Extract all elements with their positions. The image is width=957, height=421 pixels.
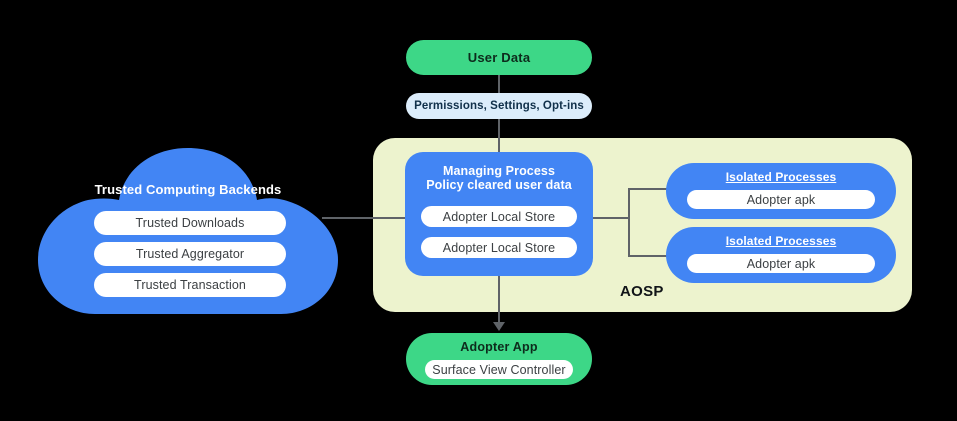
user-data-label: User Data <box>467 50 531 65</box>
managing-process-title-line-1: Managing Process <box>442 164 556 178</box>
adopter-apk-2[interactable]: Adopter apk <box>687 254 875 273</box>
adopter-app-title: Adopter App <box>460 340 538 354</box>
cloud-title: Trusted Computing Backends <box>94 182 282 197</box>
aosp-label: AOSP <box>620 283 664 300</box>
adopter-app-node[interactable]: Adopter App Surface View Controller <box>406 333 592 385</box>
adopter-local-store-1[interactable]: Adopter Local Store <box>421 206 577 227</box>
isolated-process-title-2: Isolated Processes <box>725 234 837 248</box>
connector-branch-to-isolated-process-1 <box>628 188 668 190</box>
adopter-apk-1[interactable]: Adopter apk <box>687 190 875 209</box>
connector-managing-process-to-adopter-app <box>498 276 500 324</box>
user-data-node[interactable]: User Data <box>406 40 592 75</box>
managing-process-title-line-2: Policy cleared user data <box>426 178 572 192</box>
trusted-computing-backends-cloud: Trusted Computing Backends Trusted Downl… <box>38 148 338 316</box>
surface-view-controller[interactable]: Surface View Controller <box>425 360 573 379</box>
isolated-process-title-1: Isolated Processes <box>725 170 837 184</box>
adopter-local-store-2[interactable]: Adopter Local Store <box>421 237 577 258</box>
cloud-item-trusted-transaction[interactable]: Trusted Transaction <box>94 273 286 297</box>
connector-managing-process-branch <box>593 217 630 219</box>
managing-process-title: Managing Process Policy cleared user dat… <box>426 164 572 192</box>
permissions-settings-optins-node[interactable]: Permissions, Settings, Opt-ins <box>406 93 592 119</box>
permissions-label: Permissions, Settings, Opt-ins <box>414 100 584 112</box>
cloud-item-trusted-downloads[interactable]: Trusted Downloads <box>94 211 286 235</box>
connector-branch-to-isolated-process-2 <box>628 255 668 257</box>
arrowhead-down-icon <box>493 322 505 331</box>
isolated-process-node-2[interactable]: Isolated Processes Adopter apk <box>666 227 896 283</box>
connector-userdata-to-permissions <box>498 75 500 93</box>
managing-process-node[interactable]: Managing Process Policy cleared user dat… <box>405 152 593 276</box>
connector-permissions-to-managing-process <box>498 119 500 152</box>
connector-cloud-to-managing-process <box>322 217 405 219</box>
connector-branch-spine <box>628 188 630 257</box>
isolated-process-node-1[interactable]: Isolated Processes Adopter apk <box>666 163 896 219</box>
cloud-item-trusted-aggregator[interactable]: Trusted Aggregator <box>94 242 286 266</box>
